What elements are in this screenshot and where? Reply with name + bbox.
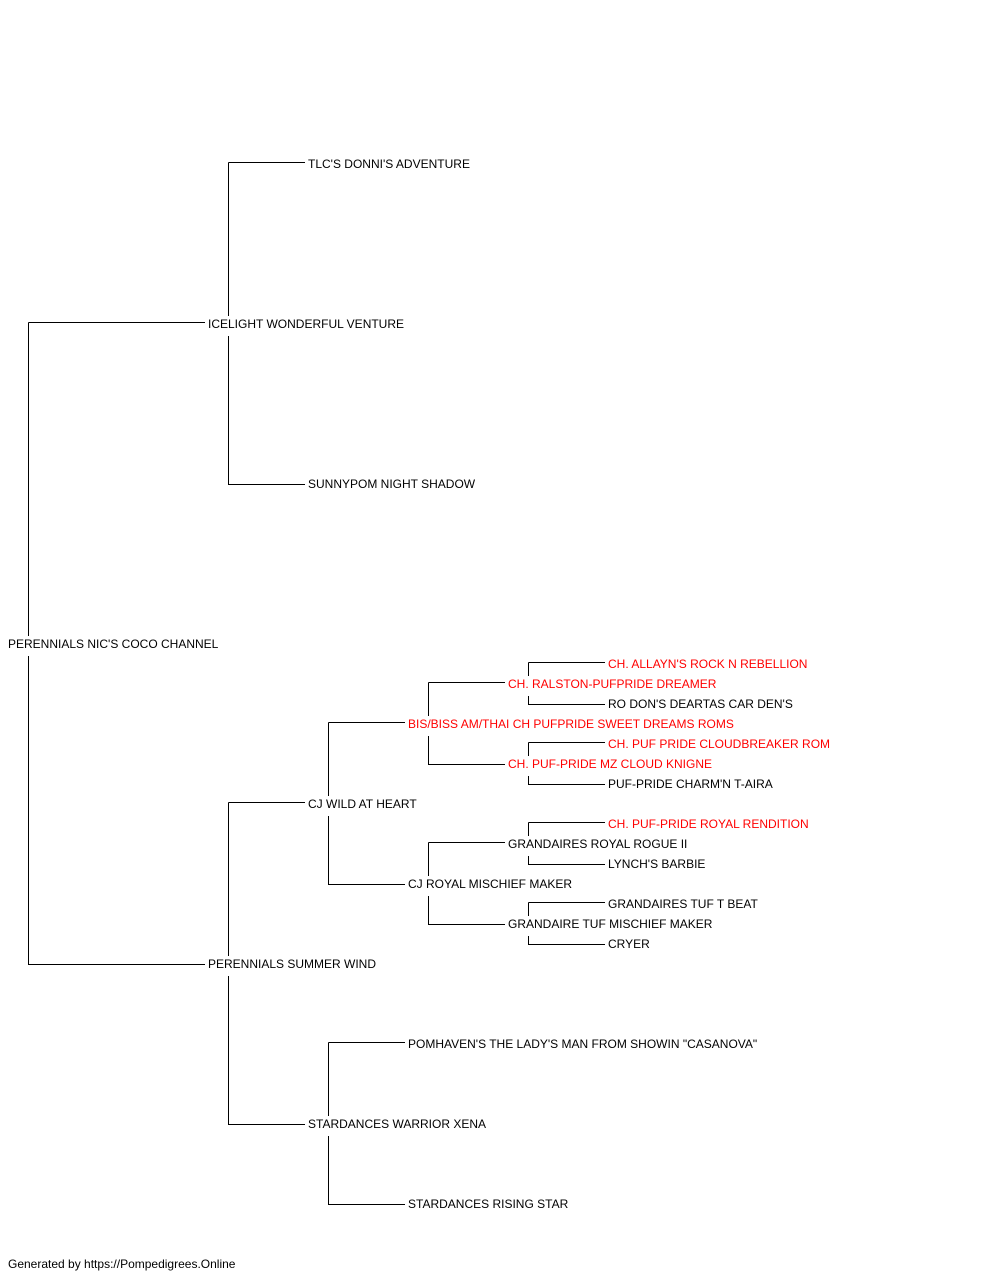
footer-credit: Generated by https://Pompedigrees.Online <box>8 1257 236 1271</box>
subject-dog-name: PERENNIALS NIC'S COCO CHANNEL <box>8 637 221 651</box>
dss-dam-sire-name: CH. PUF PRIDE CLOUDBREAKER ROM <box>608 737 833 751</box>
dam-dam-sire-name: POMHAVEN'S THE LADY'S MAN FROM SHOWIN "C… <box>408 1037 760 1051</box>
dsd-sire-dam-name: LYNCH'S BARBIE <box>608 857 708 871</box>
dss-sire-sire-name: CH. ALLAYN'S ROCK N REBELLION <box>608 657 810 671</box>
dsd-sire-sire-name: CH. PUF-PRIDE ROYAL RENDITION <box>608 817 811 831</box>
dam-dam-name: STARDANCES WARRIOR XENA <box>308 1117 489 1131</box>
dss-dam-name: CH. PUF-PRIDE MZ CLOUD KNIGNE <box>508 757 715 771</box>
dam-dam-dam-name: STARDANCES RISING STAR <box>408 1197 571 1211</box>
dsd-dam-dam-name: CRYER <box>608 937 652 951</box>
dsd-dam-name: GRANDAIRE TUF MISCHIEF MAKER <box>508 917 715 931</box>
dss-sire-dam-name: RO DON'S DEARTAS CAR DEN'S <box>608 697 795 711</box>
dsd-sire-name: GRANDAIRES ROYAL ROGUE II <box>508 837 690 851</box>
dss-sire-name: CH. RALSTON-PUFPRIDE DREAMER <box>508 677 719 691</box>
dsd-dam-sire-name: GRANDAIRES TUF T BEAT <box>608 897 760 911</box>
dam-sire-name: CJ WILD AT HEART <box>308 797 419 811</box>
dss-dam-dam-name: PUF-PRIDE CHARM'N T-AIRA <box>608 777 775 791</box>
dam-sire-dam-name: CJ ROYAL MISCHIEF MAKER <box>408 877 575 891</box>
sire-dam-name: SUNNYPOM NIGHT SHADOW <box>308 477 478 491</box>
sire-name: ICELIGHT WONDERFUL VENTURE <box>208 317 407 331</box>
dam-sire-sire-name: BIS/BISS AM/THAI CH PUFPRIDE SWEET DREAM… <box>408 717 736 731</box>
dam-name: PERENNIALS SUMMER WIND <box>208 957 379 971</box>
sire-sire-name: TLC'S DONNI'S ADVENTURE <box>308 157 472 171</box>
